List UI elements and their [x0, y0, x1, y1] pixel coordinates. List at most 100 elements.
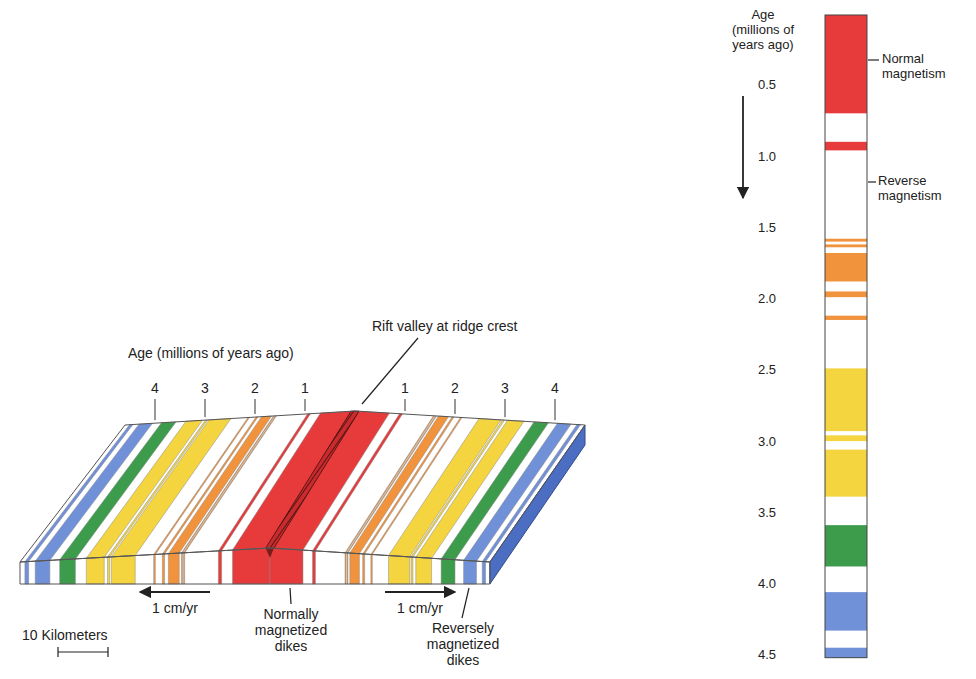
scale-bar — [57, 647, 58, 657]
legend-label: Reverse magnetism — [878, 174, 972, 204]
magnetic-stripe — [232, 548, 270, 584]
polarity-band — [825, 15, 867, 113]
scale-bar — [107, 647, 108, 657]
polarity-band — [825, 648, 867, 658]
magnetic-stripe — [350, 553, 360, 584]
magnetic-stripe — [154, 554, 156, 584]
magnetic-stripe — [345, 553, 347, 584]
crust-block — [20, 411, 585, 584]
leader-line — [868, 59, 879, 60]
magnetic-stripe — [111, 556, 135, 584]
age-tick — [155, 399, 156, 420]
leader-line — [290, 588, 291, 604]
age-number: 4.0 — [736, 577, 776, 592]
magnetic-stripe — [86, 420, 202, 558]
leader-line — [462, 588, 469, 618]
callout-label: Normally magnetized dikes — [245, 606, 337, 654]
polarity-band — [825, 592, 867, 630]
polarity-band — [825, 525, 867, 566]
rift-notch — [266, 548, 274, 558]
magnetic-stripe — [313, 551, 316, 584]
polarity-band — [825, 244, 867, 247]
magnetic-stripe — [107, 557, 109, 584]
magnetic-stripe — [25, 425, 133, 562]
rate-label: 1 cm/yr — [380, 600, 460, 616]
magnetic-stripe — [60, 559, 76, 584]
polarity-band — [825, 291, 867, 297]
age-tick — [255, 399, 256, 414]
column-ground — [825, 15, 867, 658]
age-number: 2 — [443, 380, 467, 396]
age-number: 2.5 — [736, 363, 776, 378]
age-tick — [305, 399, 306, 411]
age-tick — [505, 399, 506, 417]
axis-title: Age (millions of years ago) — [128, 345, 368, 361]
legend-label: Normal magnetism — [882, 52, 970, 82]
age-number: 3.5 — [736, 506, 776, 521]
scale-bar — [58, 651, 108, 652]
magnetic-stripe — [346, 553, 348, 584]
polarity-band — [825, 253, 867, 282]
age-number: 1.0 — [736, 150, 776, 165]
magnetic-stripe — [35, 560, 50, 584]
magnetic-stripe — [464, 423, 571, 561]
motion-arrow — [385, 591, 455, 593]
polarity-band — [825, 239, 867, 242]
magnetic-stripe — [313, 414, 403, 551]
magnetic-stripe — [389, 556, 410, 584]
polarity-band — [825, 435, 867, 441]
magnetic-stripe — [270, 548, 303, 584]
age-number: 2 — [243, 380, 267, 396]
age-tick — [205, 399, 206, 417]
rate-label: 1 cm/yr — [135, 600, 215, 616]
magnetic-stripe — [416, 557, 432, 584]
slab-top — [20, 411, 585, 562]
age-number: 0.5 — [736, 78, 776, 93]
age-number: 4.5 — [736, 648, 776, 663]
magnetic-stripe — [86, 557, 104, 584]
leader-line — [362, 338, 418, 404]
age-number: 4 — [543, 380, 567, 396]
slab-outline — [20, 548, 490, 584]
magnetic-stripe — [25, 562, 29, 584]
polarity-band — [825, 368, 867, 431]
age-number: 4 — [143, 380, 167, 396]
magnetic-stripe — [482, 562, 485, 584]
slab-outline — [20, 411, 585, 562]
callout-label: Reversely magnetized dikes — [415, 620, 511, 668]
magnetic-stripe — [464, 560, 477, 584]
polarity-band — [825, 450, 867, 497]
leader-line — [868, 181, 876, 182]
column-outline — [825, 15, 867, 658]
magnetic-stripe — [411, 557, 413, 584]
age-number: 1.5 — [736, 221, 776, 236]
age-number: 2.0 — [736, 292, 776, 307]
age-number: 3 — [493, 380, 517, 396]
callout-label: Rift valley at ridge crest — [372, 318, 572, 334]
age-number: 1 — [393, 380, 417, 396]
age-tick — [555, 399, 556, 420]
age-tick — [405, 399, 406, 411]
age-tick — [455, 399, 456, 414]
magnetic-stripe — [168, 553, 179, 584]
magnetic-stripe — [371, 554, 372, 584]
magnetic-stripe — [184, 553, 185, 584]
age-number: 3.0 — [736, 435, 776, 450]
magnetic-stripe — [162, 554, 164, 584]
polarity-band — [825, 316, 867, 320]
magnetic-stripe — [441, 559, 455, 584]
motion-arrow — [140, 591, 210, 593]
magnetic-stripe — [35, 423, 152, 561]
magnetic-stripe — [181, 553, 182, 584]
magnetic-stripe — [218, 551, 221, 584]
axis-title: Age (millions of years ago) — [730, 8, 796, 53]
polarity-band — [825, 142, 867, 151]
magnetic-stripe — [363, 554, 365, 584]
age-number: 3 — [193, 380, 217, 396]
scale-label: 10 Kilometers — [22, 627, 142, 643]
leader-lines — [58, 60, 879, 657]
magnetic-stripe — [482, 425, 580, 562]
polarity-column — [825, 15, 867, 658]
